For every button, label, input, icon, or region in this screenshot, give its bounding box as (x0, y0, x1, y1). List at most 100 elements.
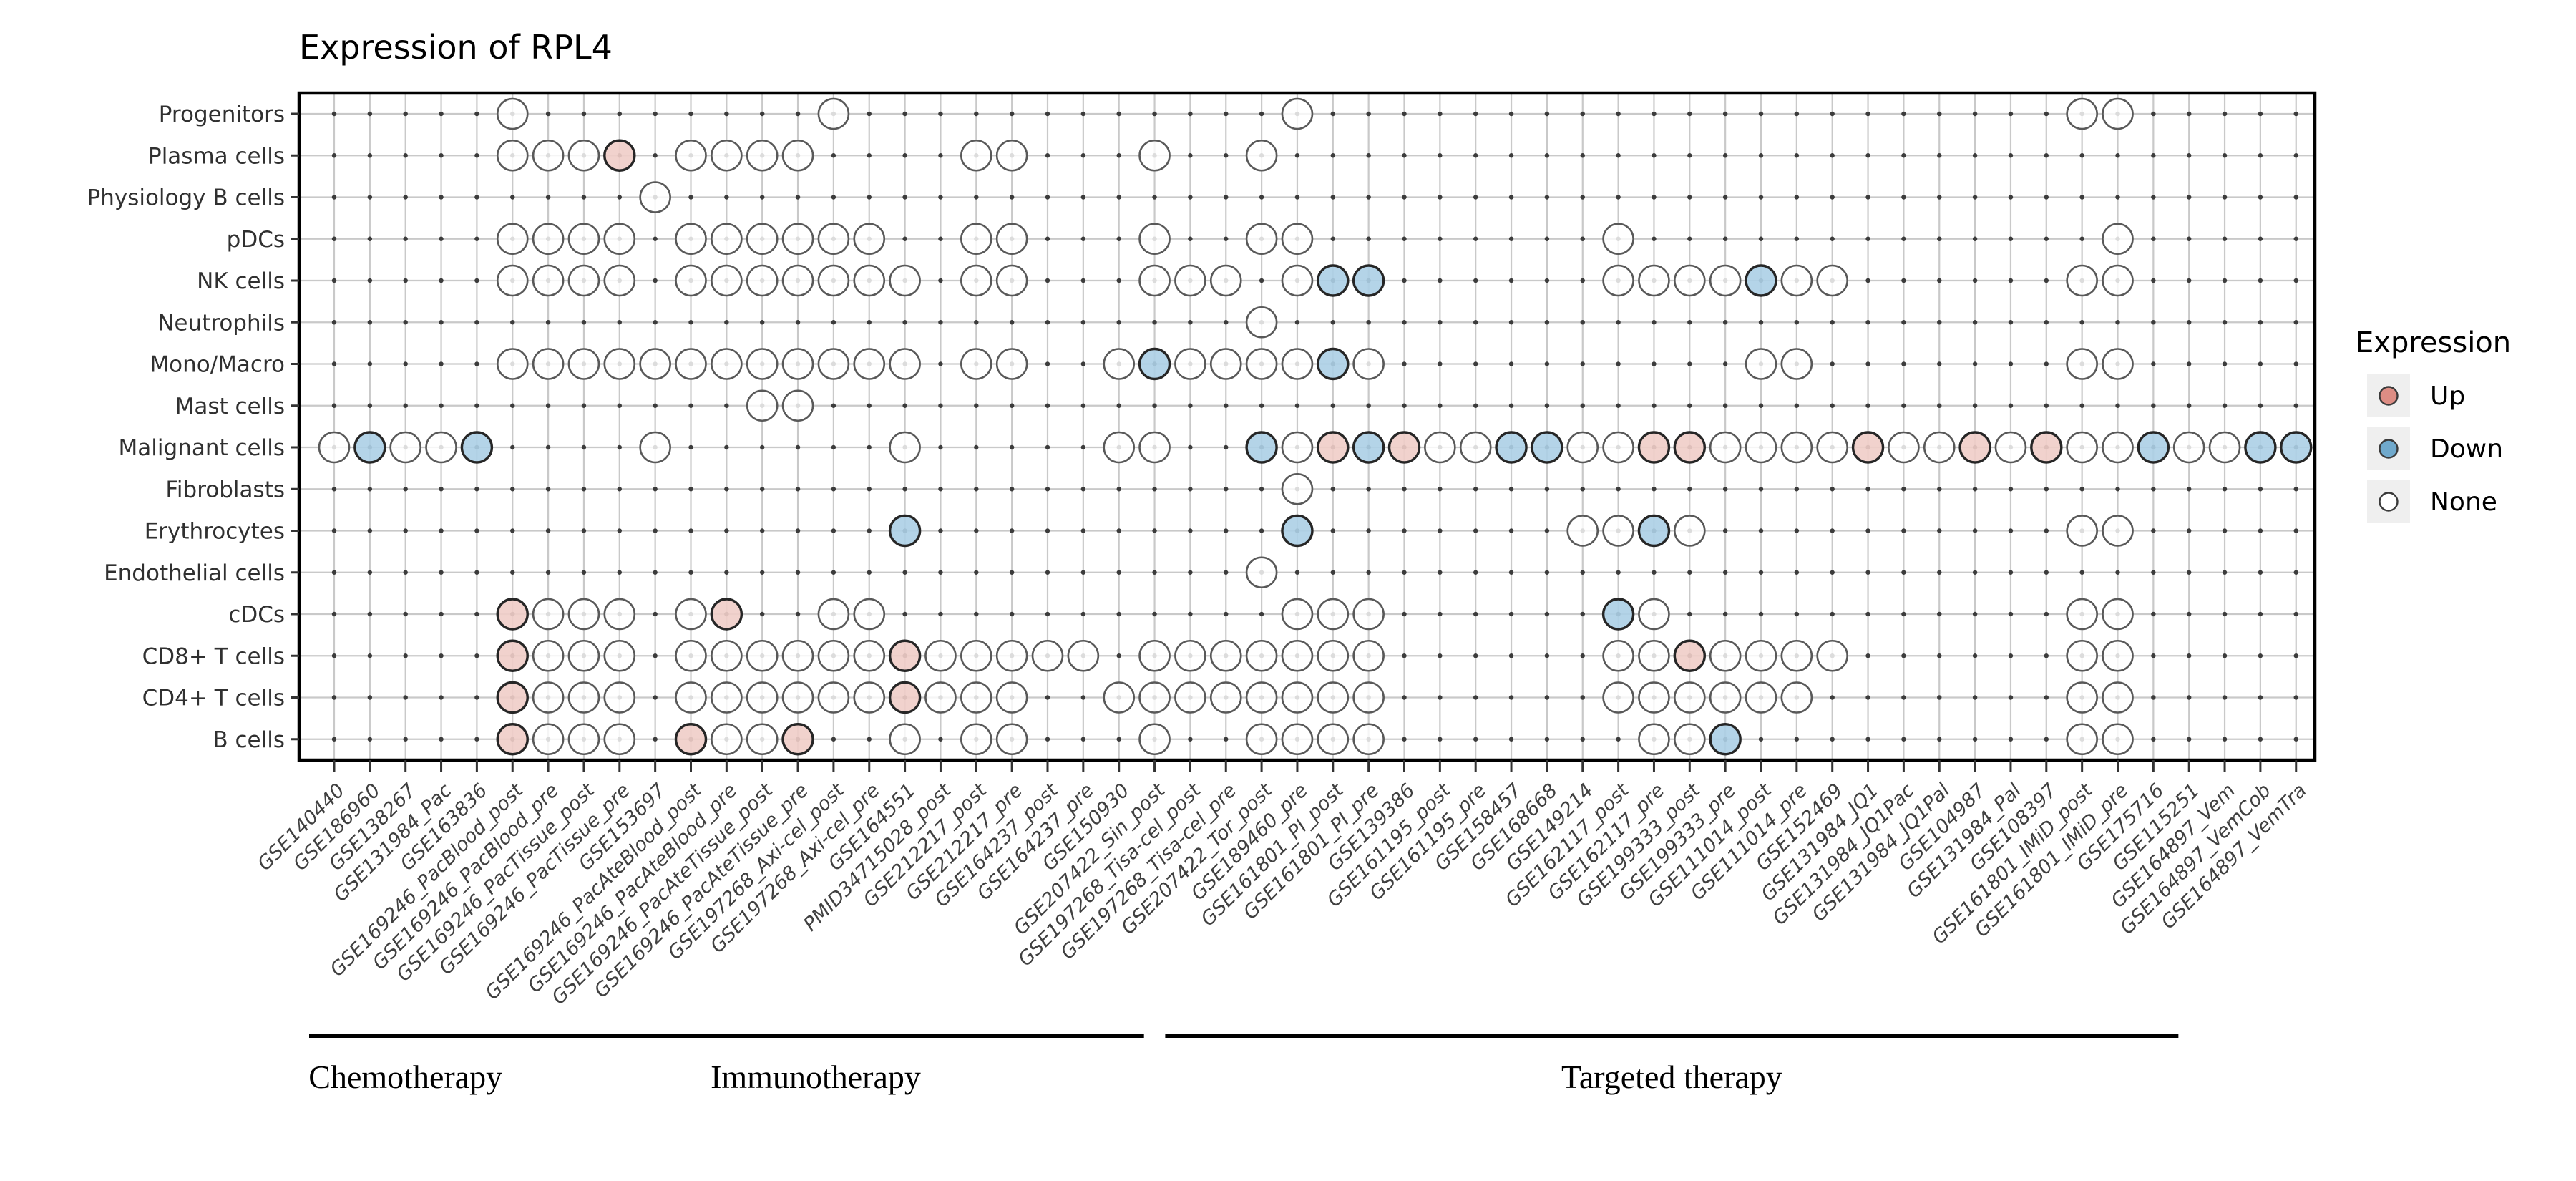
grid-point (331, 403, 337, 408)
grid-point (2008, 278, 2014, 283)
grid-point (1758, 611, 1764, 617)
grid-point (1937, 487, 1942, 492)
grid-point (867, 403, 872, 408)
grid-point (1937, 278, 1942, 283)
grid-point (2151, 361, 2156, 366)
expression-dot (2137, 431, 2170, 464)
expression-dot (675, 264, 707, 297)
grid-point (1330, 111, 1336, 117)
grid-point (1901, 487, 1906, 492)
expression-dot (781, 639, 814, 672)
grid-point (2187, 403, 2192, 408)
grid-point (1009, 444, 1015, 450)
grid-point (938, 528, 943, 533)
grid-point (617, 403, 622, 408)
grid-point (938, 611, 943, 617)
grid-point (331, 570, 337, 575)
grid-point (1616, 361, 1621, 366)
chart-title: Expression of RPL4 (299, 28, 613, 67)
expression-dot (817, 223, 850, 256)
grid-point (2258, 361, 2263, 366)
grid-point (1294, 195, 1300, 200)
grid-point (1080, 236, 1086, 241)
expression-dot (1637, 431, 1671, 464)
grid-point (724, 111, 729, 117)
grid-point (2008, 195, 2014, 200)
grid-point (1580, 153, 1585, 158)
grid-point (510, 403, 515, 408)
expression-dot (1174, 264, 1206, 297)
grid-point (1972, 111, 1978, 117)
grid-point (1687, 195, 1692, 200)
grid-point (439, 611, 444, 617)
grid-point (2115, 320, 2120, 325)
expression-dot (1281, 264, 1314, 297)
grid-point (1152, 570, 1157, 575)
grid-point (2187, 737, 2192, 742)
grid-point (2258, 278, 2263, 283)
grid-point (2151, 111, 2156, 117)
grid-point (331, 153, 337, 158)
grid-point (403, 111, 408, 117)
grid-point (2258, 695, 2263, 700)
grid-point (867, 570, 872, 575)
grid-point (688, 195, 693, 200)
expression-dot (2102, 515, 2134, 547)
expression-dot (2066, 348, 2098, 380)
grid-point (545, 195, 551, 200)
grid-point (1972, 653, 1978, 658)
grid-point (1330, 236, 1336, 241)
expression-dot (1245, 223, 1278, 256)
expression-dot (567, 348, 600, 380)
grid-point (1009, 487, 1015, 492)
grid-point (724, 403, 729, 408)
expression-dot (1352, 639, 1385, 672)
grid-point (974, 320, 979, 325)
expression-dot (496, 264, 529, 297)
grid-point (1652, 111, 1657, 117)
grid-point (1438, 695, 1443, 700)
group-label: Immunotherapy (711, 1059, 921, 1095)
grid-point (1758, 153, 1764, 158)
grid-point (439, 153, 444, 158)
y-axis-label: Mono/Macro (150, 352, 285, 378)
expression-dot (1780, 431, 1813, 464)
expression-dot (603, 723, 636, 756)
grid-point (1687, 403, 1692, 408)
expression-dot (746, 264, 779, 297)
expression-dot (2172, 431, 2205, 464)
grid-point (1438, 320, 1443, 325)
expression-dot (460, 431, 494, 464)
grid-point (2258, 111, 2263, 117)
grid-point (2187, 153, 2192, 158)
grid-point (1865, 570, 1870, 575)
expression-dot (496, 723, 529, 756)
grid-point (2293, 695, 2298, 700)
expression-dot (496, 139, 529, 172)
grid-point (1616, 403, 1621, 408)
grid-point (1188, 403, 1193, 408)
legend-dot-none (2379, 492, 2399, 512)
grid-point (1652, 236, 1657, 241)
expression-dot (1352, 723, 1385, 756)
grid-point (1224, 320, 1229, 325)
grid-point (760, 444, 765, 450)
expression-dot (781, 223, 814, 256)
grid-point (331, 528, 337, 533)
grid-point (545, 570, 551, 575)
expression-dot (995, 639, 1028, 672)
grid-point (902, 153, 907, 158)
grid-point (867, 737, 872, 742)
grid-point (974, 570, 979, 575)
expression-dot (496, 681, 529, 714)
grid-point (1722, 528, 1728, 533)
expression-dot (1209, 681, 1242, 714)
grid-point (617, 570, 622, 575)
expression-dot (1281, 639, 1314, 672)
expression-dot (1281, 348, 1314, 380)
grid-point (2151, 611, 2156, 617)
grid-point (2044, 278, 2049, 283)
grid-point (403, 653, 408, 658)
grid-point (1865, 361, 1870, 366)
